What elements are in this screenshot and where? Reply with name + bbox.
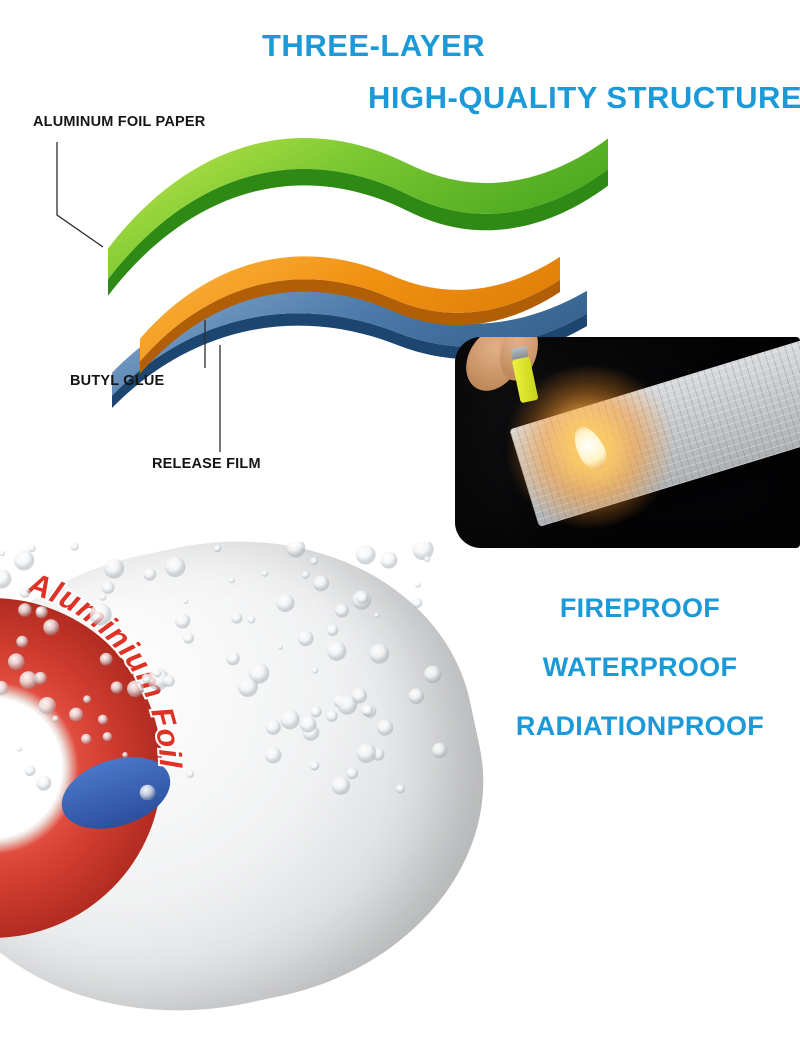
label-butyl-glue: BUTYL GLUE — [70, 373, 165, 389]
feature-waterproof: WATERPROOF — [542, 652, 738, 682]
feature-radiationproof: RADIATIONPROOF — [515, 711, 765, 741]
product-infographic-page: THREE-LAYER HIGH-QUALITY STRUCTURE — [0, 28, 800, 1061]
feature-fireproof: FIREPROOF — [559, 593, 721, 623]
label-release-film: RELEASE FILM — [152, 456, 261, 472]
lighter-body — [511, 356, 539, 404]
aluminum-foil-layer — [108, 138, 608, 296]
headline-line-2: HIGH-QUALITY STRUCTURE — [368, 80, 800, 115]
label-aluminum-foil-paper: ALUMINUM FOIL PAPER — [33, 114, 206, 130]
leader-line-aluminum — [56, 142, 104, 248]
fire-test-photo — [455, 337, 800, 548]
headline-line-1: THREE-LAYER — [262, 28, 486, 63]
feature-list: FIREPROOF WATERPROOF RADIATIONPROOF — [492, 593, 788, 770]
